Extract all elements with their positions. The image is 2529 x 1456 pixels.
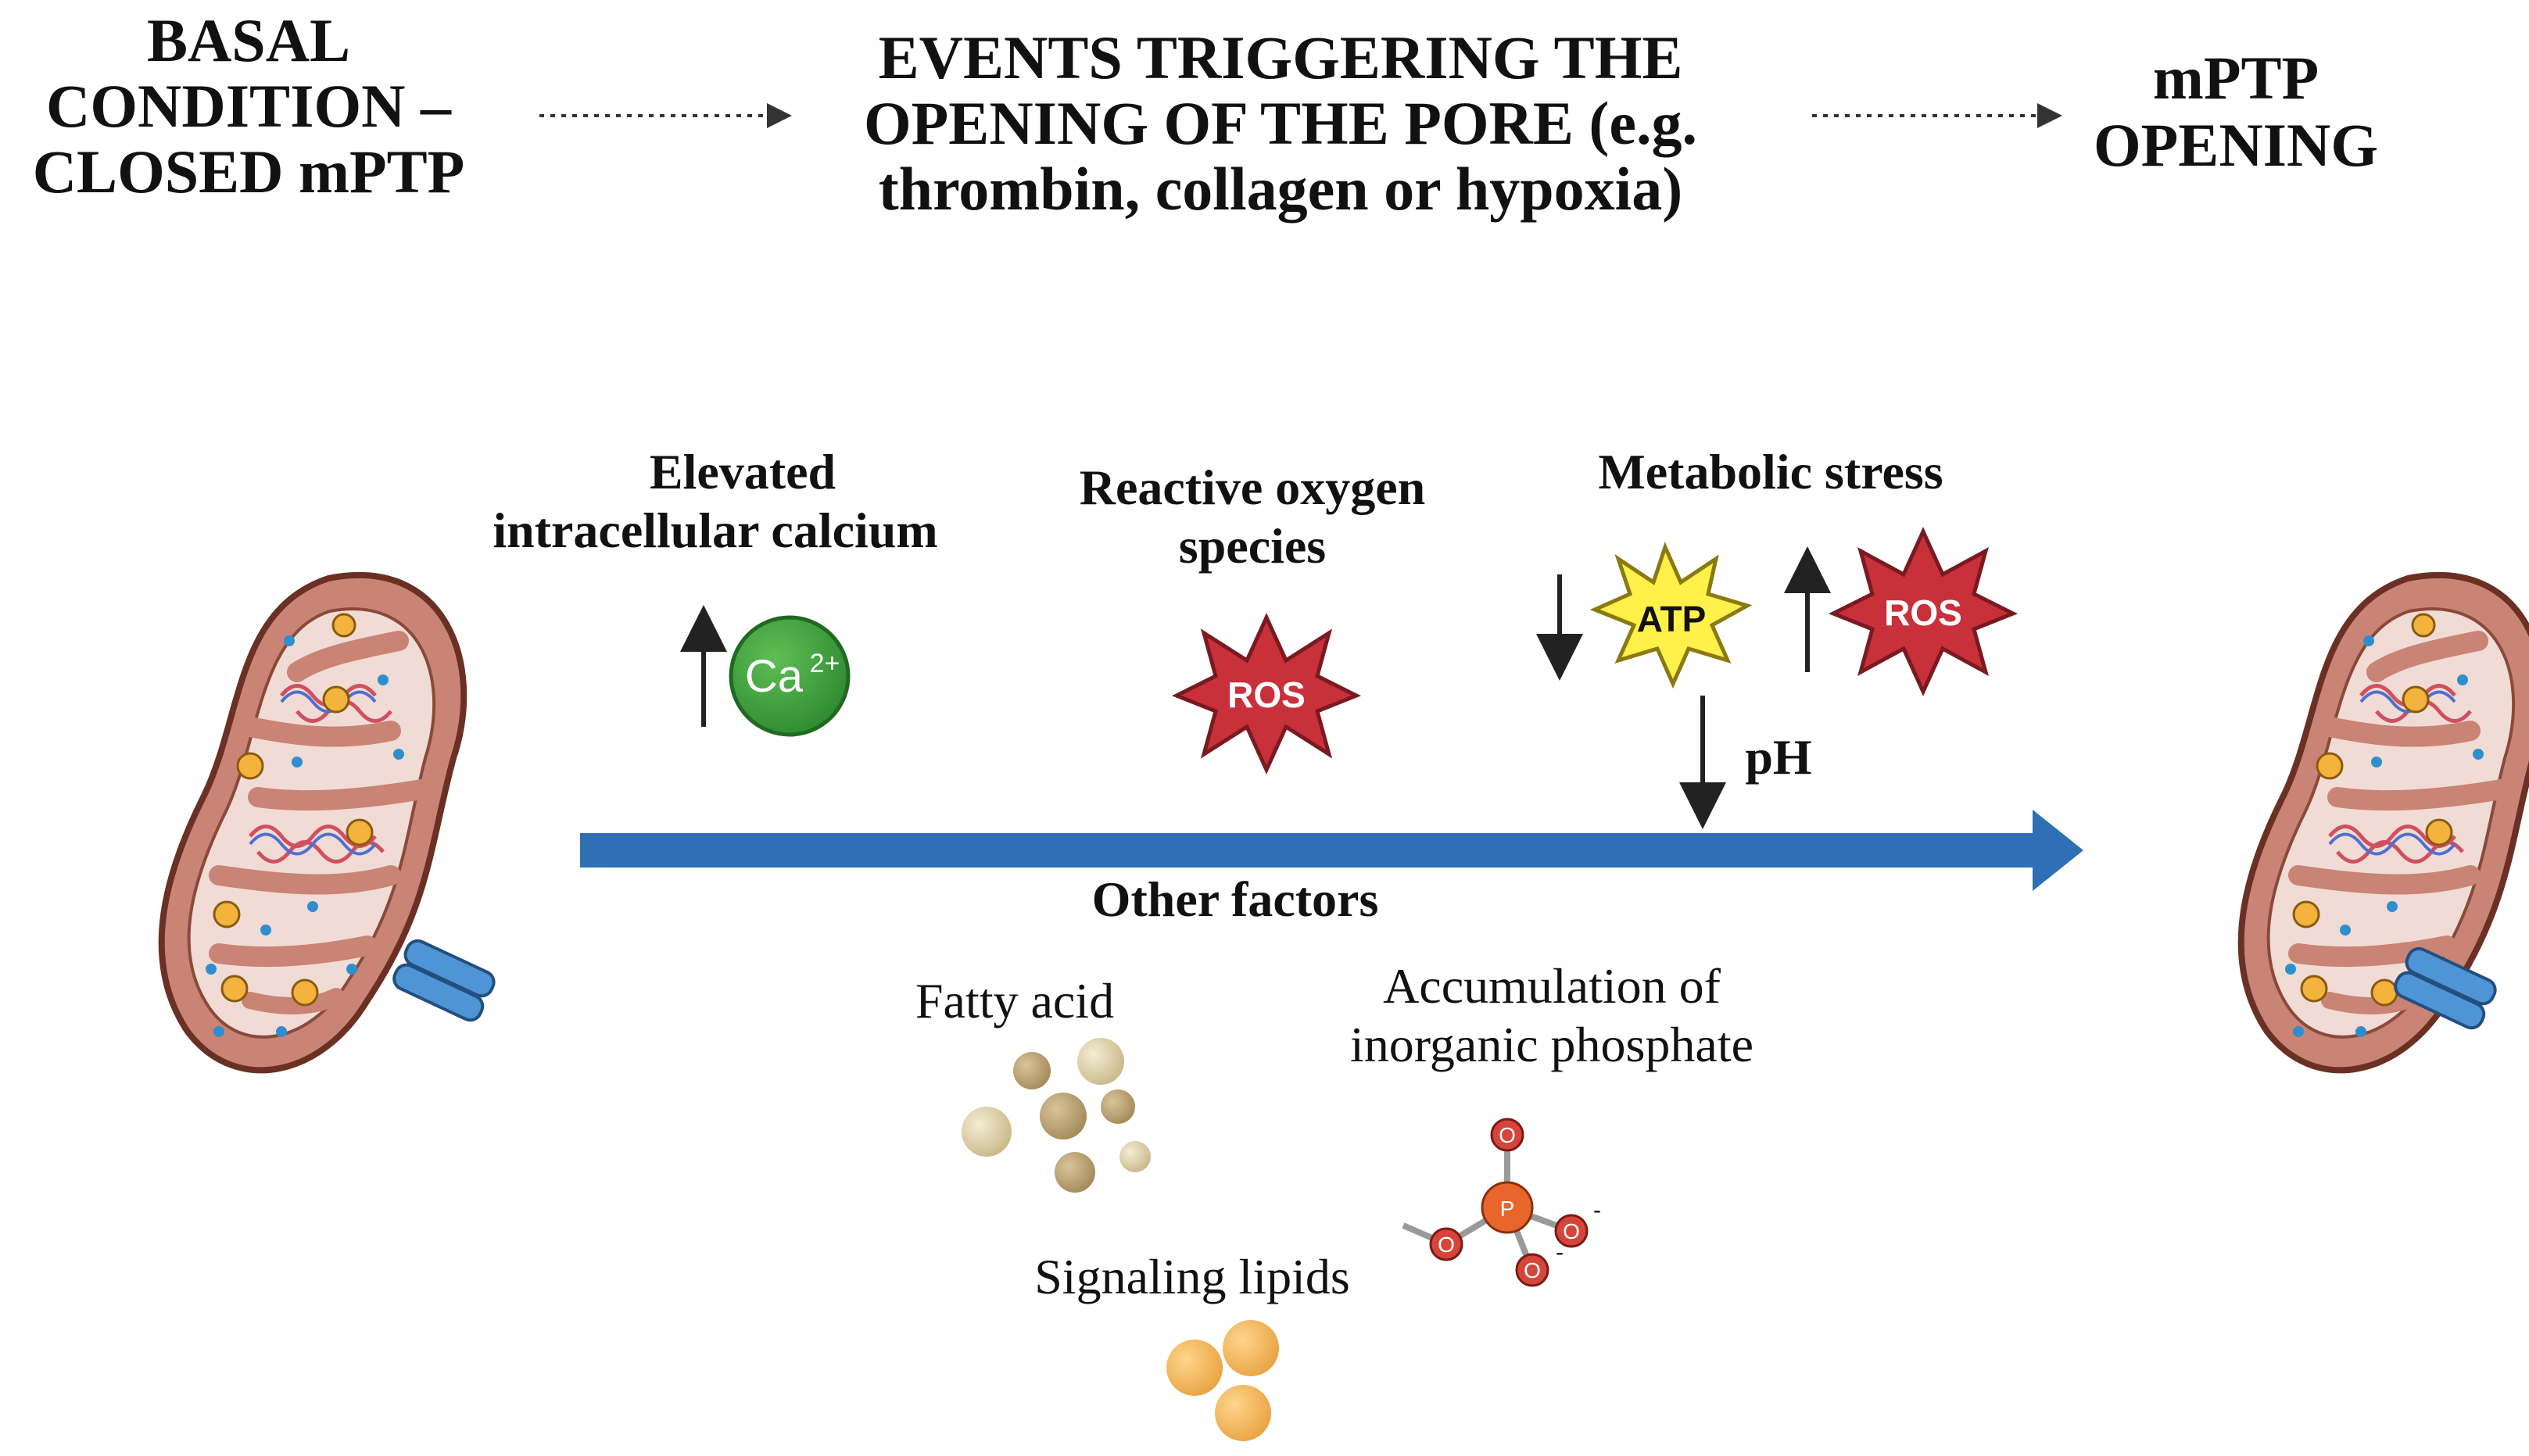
phosphate-atom-p: P xyxy=(1500,1197,1515,1221)
main-flow-arrow xyxy=(580,810,2083,891)
header-basal: BASAL CONDITION – CLOSED mPTP xyxy=(33,6,465,206)
ros-burst-icon-metabolic: ROS xyxy=(1828,526,2019,697)
header-opening-line2: OPENING xyxy=(2094,111,2378,179)
phosphate-label-line1: Accumulation of xyxy=(1383,958,1721,1014)
calcium-label-line2: intracellular calcium xyxy=(493,503,937,558)
calcium-ion-icon: Ca 2+ xyxy=(729,615,851,737)
other-factors-title: Other factors xyxy=(1092,871,1379,927)
calcium-ion-text: Ca xyxy=(745,651,804,702)
phosphate-molecule-icon: O P O O - O - xyxy=(1402,1118,1601,1287)
atp-burst-icon: ATP xyxy=(1589,542,1753,689)
fatty-acid-label: Fatty acid xyxy=(915,973,1114,1029)
ros-label-line2: species xyxy=(1179,518,1326,574)
header-opening-line1: mPTP xyxy=(2153,44,2319,112)
calcium-factor: Elevated intracellular calcium Ca 2+ xyxy=(493,444,938,737)
header-events-line2: OPENING OF THE PORE (e.g. xyxy=(864,89,1697,157)
calcium-label-line1: Elevated xyxy=(650,444,836,499)
ros-label-line1: Reactive oxygen xyxy=(1080,460,1426,515)
mptp-channel-icon xyxy=(389,935,500,1025)
ros-burst-text: ROS xyxy=(1227,674,1306,715)
signaling-lipids-factor: Signaling lipids xyxy=(1034,1249,1350,1441)
phosphate-factor: Accumulation of inorganic phosphate O P … xyxy=(1350,958,1753,1287)
ros-burst-icon: ROS xyxy=(1171,612,1362,775)
ros-burst-text-metabolic: ROS xyxy=(1884,592,1962,633)
phosphate-atom-o3: O xyxy=(1563,1219,1580,1243)
header-events-line3: thrombin, collagen or hypoxia) xyxy=(879,155,1683,223)
phosphate-atom-o4: O xyxy=(1524,1258,1541,1282)
calcium-ion-charge: 2+ xyxy=(810,649,840,678)
ph-label: pH xyxy=(1745,729,1811,785)
header-events: EVENTS TRIGGERING THE OPENING OF THE POR… xyxy=(864,23,1697,223)
header-basal-line1: BASAL xyxy=(147,6,350,74)
atp-burst-text: ATP xyxy=(1637,599,1707,639)
fatty-acid-factor: Fatty acid xyxy=(915,973,1151,1193)
signaling-lipid-droplets-icon xyxy=(1166,1320,1279,1441)
header-events-line1: EVENTS TRIGGERING THE xyxy=(879,23,1683,91)
phosphate-charge-1: - xyxy=(1593,1197,1601,1223)
phosphate-atom-o2: O xyxy=(1438,1232,1455,1257)
header-basal-line2: CONDITION – xyxy=(46,72,452,140)
header-opening: mPTP OPENING xyxy=(2094,44,2378,179)
metabolic-stress-factor: Metabolic stress ATP ROS pH xyxy=(1536,444,2019,829)
ros-factor: Reactive oxygen species ROS xyxy=(1080,460,1426,775)
phosphate-charge-2: - xyxy=(1556,1240,1564,1265)
fatty-acid-droplets-icon xyxy=(962,1038,1151,1193)
header-basal-line3: CLOSED mPTP xyxy=(33,138,465,206)
metabolic-stress-title: Metabolic stress xyxy=(1598,444,1943,499)
signaling-lipids-label: Signaling lipids xyxy=(1034,1249,1350,1304)
phosphate-atom-o1: O xyxy=(1499,1123,1516,1147)
phosphate-label-line2: inorganic phosphate xyxy=(1350,1017,1753,1072)
